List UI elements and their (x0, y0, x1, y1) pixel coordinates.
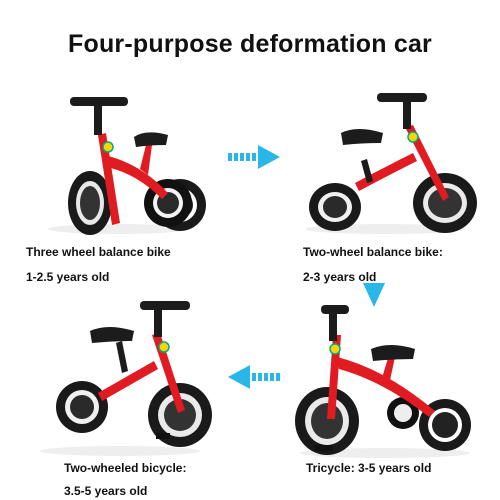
mode-name: Three wheel balance bike (26, 245, 171, 259)
mode-age: 2-3 years old (303, 270, 377, 284)
mode-name: Tricycle: 3-5 years old (306, 461, 432, 475)
bike-image-three-wheel-balance (40, 75, 240, 245)
arrow-down-icon (363, 283, 385, 307)
caption-two-wheeled-bicycle: Two-wheeled bicycle: 3.5-5 years old (64, 461, 186, 498)
mode-name: Two-wheeled bicycle: (64, 461, 187, 475)
arrow-right-icon (228, 145, 280, 169)
mode-age: 3.5-5 years old (64, 484, 148, 498)
caption-tricycle: Tricycle: 3-5 years old (306, 461, 431, 475)
arrow-left-icon (228, 365, 280, 389)
caption-three-wheel-balance: Three wheel balance bike 1-2.5 years old (26, 245, 171, 284)
mode-name: Two-wheel balance bike: (303, 245, 443, 259)
mode-age: 1-2.5 years old (26, 270, 110, 284)
page-title: Four-purpose deformation car (68, 30, 432, 58)
bike-image-tricycle (285, 295, 485, 465)
bike-image-two-wheeled-bicycle (30, 295, 230, 465)
caption-two-wheel-balance: Two-wheel balance bike: 2-3 years old (303, 245, 443, 284)
bike-image-two-wheel-balance (295, 75, 495, 245)
